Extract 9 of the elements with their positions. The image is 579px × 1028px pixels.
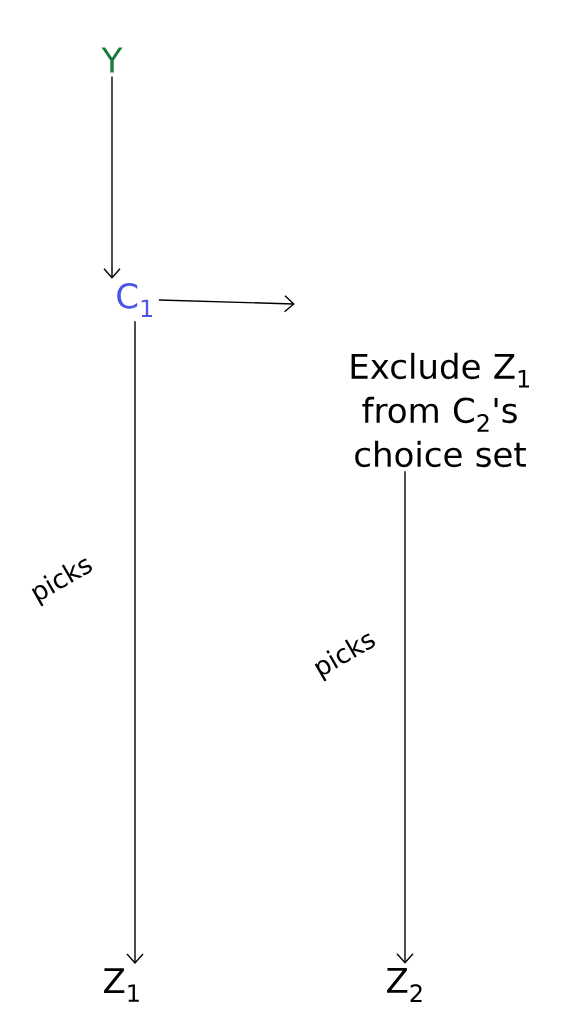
variable-label: Z$_{2}$ — [387, 968, 422, 1002]
arrow — [126, 320, 144, 964]
arrow — [103, 75, 121, 279]
arrow — [158, 295, 295, 313]
variable-label: Z$_{1}$ — [104, 968, 139, 1002]
variable-label: Y — [101, 47, 123, 73]
note-text: Exclude Z$_{1}$ from C$_{2}$'s choice set — [351, 352, 530, 468]
arrow — [396, 470, 414, 964]
variable-label: C$_{1}$ — [117, 283, 152, 317]
